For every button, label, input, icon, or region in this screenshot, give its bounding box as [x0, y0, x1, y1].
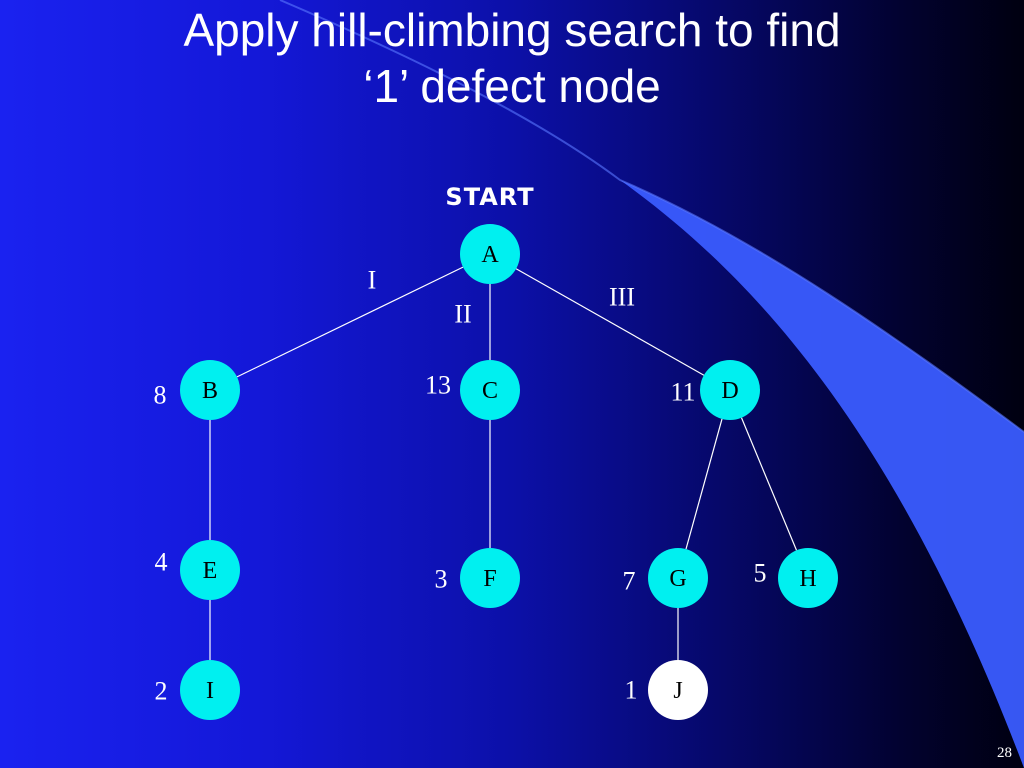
- slide-title-line2: ‘1’ defect node: [363, 60, 661, 112]
- node-g: [648, 548, 708, 608]
- node-label-c: C: [482, 378, 498, 404]
- slide-title-line1: Apply hill-climbing search to find: [183, 4, 841, 56]
- node-value-i: 2: [155, 677, 168, 706]
- node-i: [180, 660, 240, 720]
- node-value-c: 13: [425, 371, 451, 400]
- node-a: [460, 224, 520, 284]
- edge-label-A-D: III: [609, 283, 635, 312]
- node-value-f: 3: [435, 565, 448, 594]
- node-d: [700, 360, 760, 420]
- node-j: [648, 660, 708, 720]
- edge-A-B: [236, 266, 464, 378]
- node-value-h: 5: [754, 559, 767, 588]
- edge-D-G: [685, 418, 723, 550]
- edge-label-A-C: II: [454, 300, 471, 329]
- node-label-i: I: [206, 678, 214, 704]
- node-value-e: 4: [155, 548, 168, 577]
- edge-A-D: [515, 268, 705, 376]
- node-label-g: G: [669, 566, 686, 592]
- edge-D-H: [740, 417, 798, 551]
- node-value-j: 1: [625, 676, 638, 705]
- node-label-b: B: [202, 378, 218, 404]
- node-value-d: 11: [670, 378, 695, 407]
- node-label-h: H: [799, 566, 816, 592]
- node-value-g: 7: [623, 567, 636, 596]
- node-f: [460, 548, 520, 608]
- page-number: 28: [997, 745, 1012, 761]
- node-h: [778, 548, 838, 608]
- slide-title: Apply hill-climbing search to find ‘1’ d…: [0, 2, 1024, 114]
- edge-label-A-B: I: [368, 266, 377, 295]
- node-label-f: F: [483, 566, 496, 592]
- node-b: [180, 360, 240, 420]
- node-label-e: E: [203, 558, 218, 584]
- background-swoosh: [620, 180, 1024, 768]
- node-label-a: A: [481, 242, 499, 268]
- background-swoosh-edge: [279, 0, 1024, 433]
- node-label-j: J: [673, 678, 682, 704]
- node-label-d: D: [721, 378, 738, 404]
- node-e: [180, 540, 240, 600]
- node-c: [460, 360, 520, 420]
- start-label: START: [445, 183, 535, 211]
- node-value-b: 8: [154, 381, 167, 410]
